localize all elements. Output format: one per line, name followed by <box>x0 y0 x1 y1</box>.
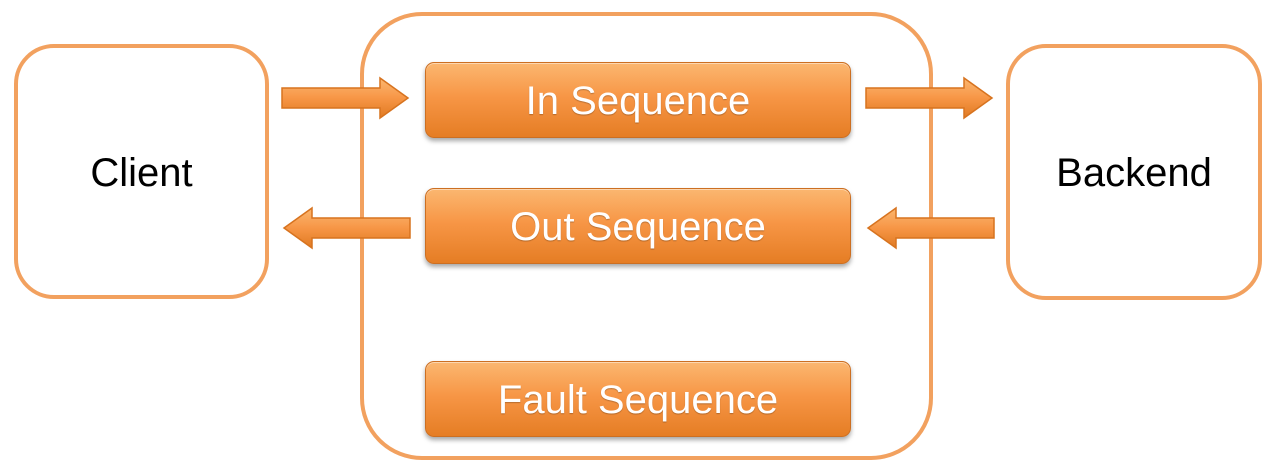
arrow-right-icon <box>281 76 410 120</box>
arrow-left-icon <box>866 206 995 250</box>
fault-sequence-box: Fault Sequence <box>425 361 851 437</box>
backend-label: Backend <box>1056 151 1212 195</box>
out-sequence-box: Out Sequence <box>425 188 851 264</box>
arrow-right-icon <box>865 76 994 120</box>
backend-box <box>1006 44 1262 300</box>
client-box <box>14 44 269 299</box>
arrow-left-icon <box>282 206 411 250</box>
client-label: Client <box>90 151 193 195</box>
in-sequence-box: In Sequence <box>425 62 851 138</box>
